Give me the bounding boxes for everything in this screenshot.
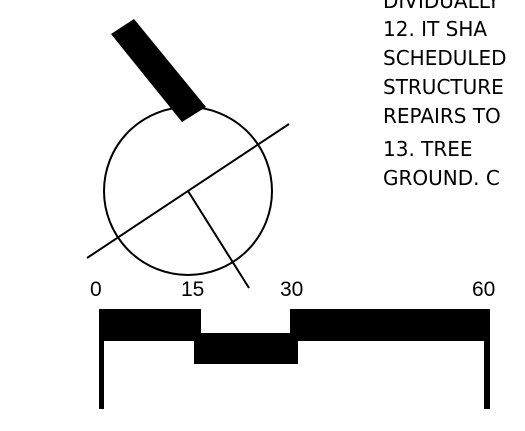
- scale-label-60: 60: [472, 278, 495, 301]
- general-notes: DIVIDUALLY 12. IT SHA SCHEDULED STRUCTUR…: [383, 0, 507, 190]
- scale-tick-left: [99, 309, 104, 409]
- note-13-line-2: GROUND. C: [383, 166, 500, 190]
- note-12-line-1: 12. IT SHA: [383, 17, 487, 41]
- note-12-line-3: STRUCTURE: [383, 75, 504, 99]
- scale-label-15: 15: [181, 278, 204, 301]
- scale-segment-30-60: [290, 309, 490, 341]
- scale-tick-right: [484, 309, 490, 409]
- note-line-top: DIVIDUALLY: [383, 0, 500, 13]
- note-12-line-4: REPAIRS TO: [383, 104, 501, 128]
- scale-bar: 0 15 30 60: [90, 278, 495, 409]
- scale-label-30: 30: [280, 278, 303, 301]
- note-12-line-2: SCHEDULED: [383, 46, 507, 70]
- north-arrow-pointer: [111, 19, 206, 122]
- north-arrow-icon: [86, 19, 290, 289]
- scale-segment-0-15: [99, 309, 201, 341]
- north-arrow-crossline-b: [187, 190, 250, 289]
- scale-label-0: 0: [90, 278, 102, 301]
- note-13-line-1: 13. TREE: [383, 137, 473, 161]
- scale-segment-15-30: [194, 333, 298, 364]
